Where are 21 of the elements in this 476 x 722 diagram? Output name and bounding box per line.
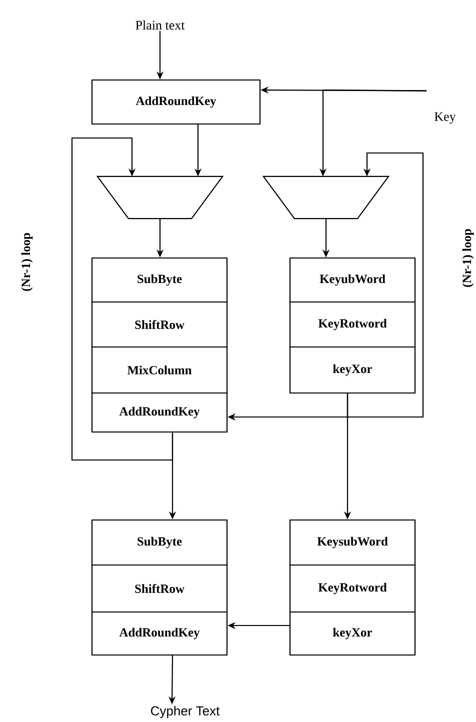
process-box: MixColumn [91, 346, 228, 394]
process-box: KeyRotword [289, 301, 416, 348]
input-label: Key [434, 112, 456, 124]
loop-label: (Nr-1) loop [21, 233, 33, 291]
input-label: Plain text [136, 20, 185, 30]
process-box: keyXor [289, 346, 416, 394]
process-box: keyXor [289, 611, 416, 656]
process-box: AddRoundKey [91, 392, 228, 433]
process-box: AddRoundKey [91, 79, 261, 125]
process-box: KeyRotword [289, 564, 416, 613]
process-box: KeyubWord [289, 257, 416, 303]
process-box: SubByte [91, 257, 228, 303]
output-label: Cypher Text [150, 706, 220, 718]
arrow [71, 137, 174, 461]
process-box: ShiftRow [91, 301, 228, 348]
arrow [346, 152, 424, 418]
process-box: ShiftRow [91, 564, 228, 613]
process-box: SubByte [91, 519, 228, 566]
process-box: KeysubWord [289, 519, 416, 566]
process-box: AddRoundKey [91, 611, 228, 656]
loop-label: (Nr-1) loop [462, 229, 474, 287]
